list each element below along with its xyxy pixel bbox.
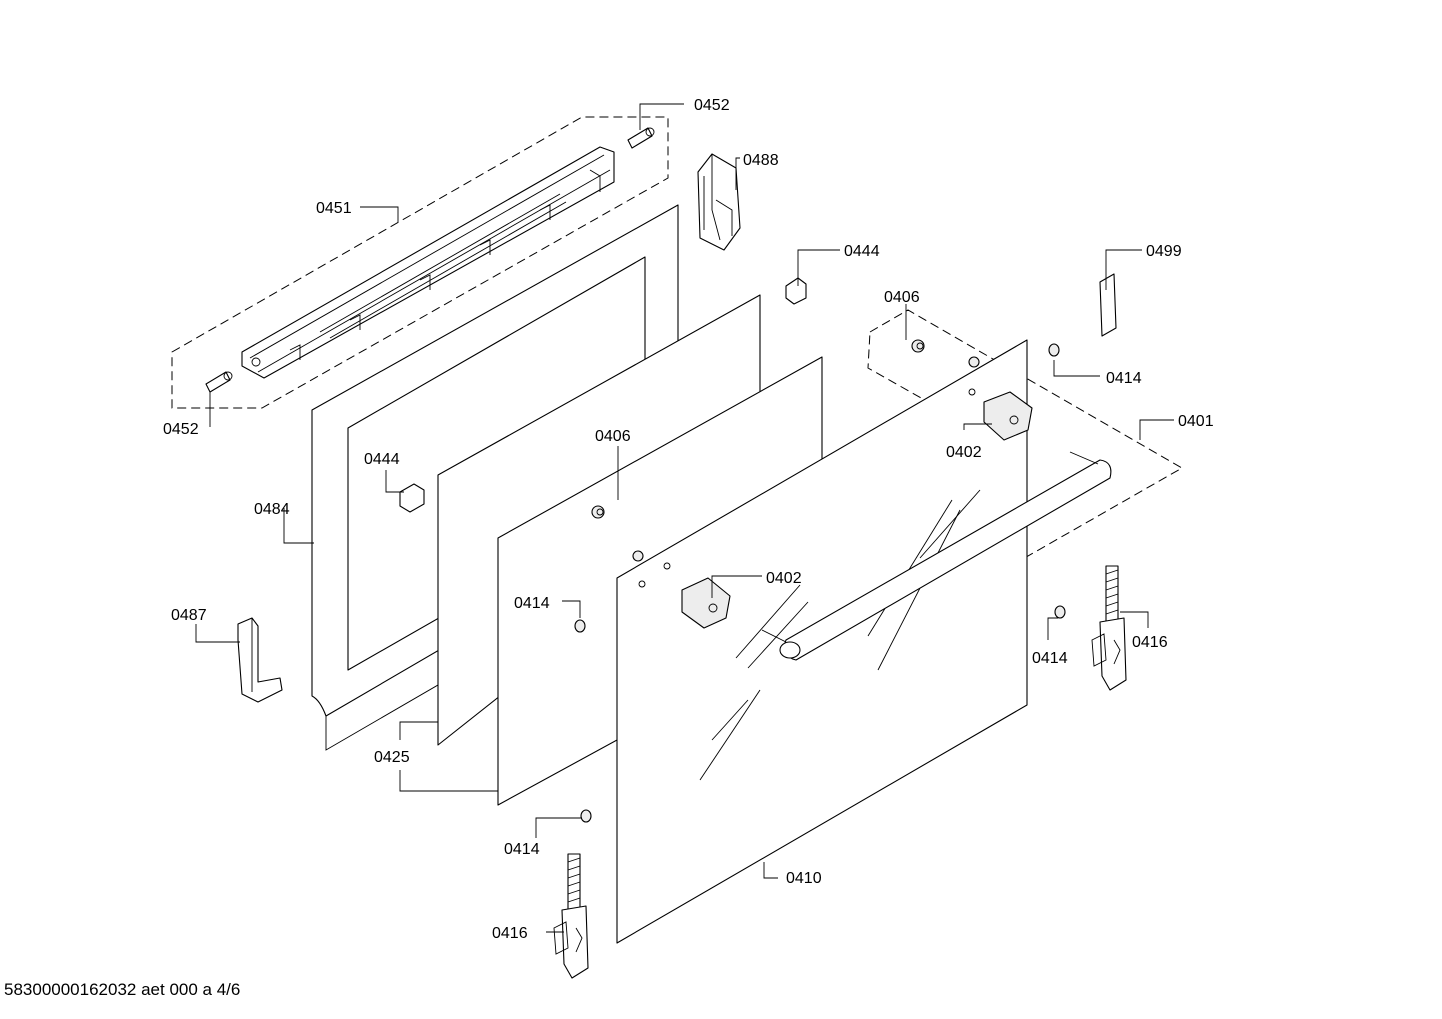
screw-0406-mid — [591, 505, 605, 519]
handle-bracket-mid — [681, 577, 731, 629]
callout-0402-mid: 0402 — [766, 570, 802, 587]
callout-0484: 0484 — [254, 501, 290, 518]
group-outline-hinge-strip — [171, 116, 669, 409]
drawing-reference-footer: 58300000162032 aet 000 a 4/6 — [4, 980, 241, 999]
callout-0487: 0487 — [171, 607, 207, 624]
cap-0414-far — [1054, 605, 1066, 619]
group-outline-outer-door — [625, 309, 1184, 693]
door-hinge-bottom — [553, 853, 589, 979]
callout-0414-far: 0414 — [1032, 650, 1068, 667]
callout-0414-mid: 0414 — [514, 595, 550, 612]
callout-0444-top: 0444 — [844, 243, 880, 260]
callout-0416-right: 0416 — [1132, 634, 1168, 651]
hinge-screw-top — [968, 356, 980, 368]
callout-0452-left: 0452 — [163, 421, 199, 438]
callout-0406-right: 0406 — [884, 289, 920, 306]
callout-0414-bottom: 0414 — [504, 841, 540, 858]
label-plate-0499 — [1099, 273, 1117, 337]
door-hole-left — [638, 580, 646, 588]
door-hinge-right — [1091, 565, 1127, 691]
side-bracket-0487 — [237, 617, 283, 703]
clip-0444-left — [399, 483, 425, 513]
hinge-pin-bottom — [205, 371, 233, 393]
callout-0444-left: 0444 — [364, 451, 400, 468]
callout-0416-bottom: 0416 — [492, 925, 528, 942]
screw-0406-right — [911, 339, 925, 353]
callout-0488: 0488 — [743, 152, 779, 169]
callout-0499: 0499 — [1146, 243, 1182, 260]
door-hole-left-2 — [663, 562, 671, 570]
callout-0451: 0451 — [316, 200, 352, 217]
cap-0414-mid — [574, 619, 586, 633]
callout-0401: 0401 — [1178, 413, 1214, 430]
door-handle-bar — [761, 451, 1112, 661]
hinge-cover-strip — [241, 146, 615, 379]
callout-0425: 0425 — [374, 749, 410, 766]
callout-0414-right: 0414 — [1106, 370, 1142, 387]
clip-0444-top — [785, 277, 807, 305]
leader-lines — [195, 103, 1174, 933]
callout-0402-right: 0402 — [946, 444, 982, 461]
cap-0414-bottom — [580, 809, 592, 823]
callout-0452-top: 0452 — [694, 97, 730, 114]
callout-0410: 0410 — [786, 870, 822, 887]
cap-0414-right — [1048, 343, 1060, 357]
hinge-screw-mid — [632, 550, 644, 562]
handle-bracket-right — [983, 391, 1033, 441]
hinge-pin-top — [627, 127, 655, 149]
callout-0406-mid: 0406 — [595, 428, 631, 445]
door-hole-top — [968, 388, 976, 396]
glass-reflection-lines — [699, 489, 981, 781]
side-bracket-0488 — [697, 153, 741, 251]
